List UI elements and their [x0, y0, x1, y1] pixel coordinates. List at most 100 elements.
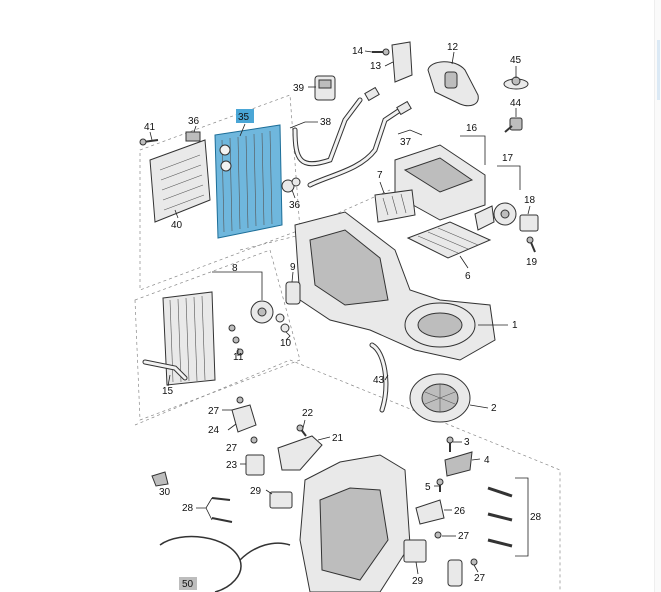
callout-40[interactable]: 40 — [171, 220, 183, 231]
part-41-screw[interactable] — [139, 138, 159, 146]
part-13-bracket[interactable] — [391, 41, 413, 83]
callout-27[interactable]: 27 — [226, 443, 238, 454]
callout-38[interactable]: 38 — [320, 117, 332, 128]
part-30-clip[interactable] — [151, 471, 169, 487]
part-10-seals[interactable] — [275, 313, 290, 333]
callout-45[interactable]: 45 — [510, 55, 522, 66]
lower-housing[interactable] — [299, 454, 411, 592]
part-12-gasket[interactable] — [427, 61, 479, 107]
part-22-screw[interactable] — [296, 424, 307, 437]
callout-labels: 41 36 35 40 36 39 38 14 13 12 45 44 37 1… — [144, 42, 542, 590]
callout-44[interactable]: 44 — [510, 98, 522, 109]
scrollbar-track[interactable] — [654, 0, 661, 592]
part-37-38-pipes[interactable] — [292, 86, 412, 188]
callout-23[interactable]: 23 — [226, 460, 238, 471]
part-19-screw[interactable] — [526, 236, 536, 253]
callout-11[interactable]: 11 — [233, 352, 244, 363]
part-2-blower-motor[interactable] — [409, 373, 471, 423]
callout-28[interactable]: 28 — [182, 503, 194, 514]
callout-2[interactable]: 2 — [491, 403, 497, 414]
part-8-heater-core[interactable] — [162, 291, 216, 386]
part-36-seal[interactable] — [281, 177, 301, 193]
part-5-screw[interactable] — [436, 478, 444, 492]
part-28-screws-left[interactable] — [211, 497, 233, 523]
callout-22[interactable]: 22 — [302, 408, 314, 419]
callout-27[interactable]: 27 — [208, 406, 220, 417]
part-18-actuator[interactable] — [519, 214, 539, 232]
callout-21[interactable]: 21 — [332, 433, 344, 444]
highlight-box-35 — [236, 109, 254, 123]
part-7-plate[interactable] — [374, 189, 416, 223]
callout-28[interactable]: 28 — [530, 512, 542, 523]
part-17-servo[interactable] — [493, 202, 517, 226]
part-23-actuator[interactable] — [245, 454, 265, 476]
callout-9[interactable]: 9 — [290, 262, 296, 273]
callout-24[interactable]: 24 — [208, 425, 220, 436]
part-9-actuator[interactable] — [285, 281, 301, 305]
callout-30[interactable]: 30 — [159, 487, 171, 498]
part-43-hose[interactable] — [369, 342, 389, 413]
callout-13[interactable]: 13 — [370, 61, 382, 72]
part-29-actuator-b[interactable] — [403, 539, 427, 563]
part-1-blower-housing[interactable] — [404, 302, 476, 348]
callout-7[interactable]: 7 — [377, 170, 383, 181]
part-4-cover[interactable] — [444, 451, 473, 477]
part-39-valve[interactable] — [314, 75, 336, 101]
part-14-screw[interactable] — [372, 48, 390, 56]
callout-29[interactable]: 29 — [412, 576, 424, 587]
part-27-screw-b[interactable] — [250, 436, 258, 444]
callout-35[interactable]: 35 — [238, 112, 250, 123]
part-3-screw[interactable] — [446, 436, 454, 452]
callout-36[interactable]: 36 — [289, 200, 301, 211]
part-29-actuator-a[interactable] — [269, 491, 293, 509]
callout-29[interactable]: 29 — [250, 486, 262, 497]
part-15-pipe[interactable] — [142, 359, 188, 381]
part-26-flap[interactable] — [415, 499, 445, 525]
callout-19[interactable]: 19 — [526, 257, 538, 268]
callout-12[interactable]: 12 — [447, 42, 459, 53]
part-50-wiring-harness[interactable] — [159, 535, 291, 592]
part-17-lever[interactable] — [474, 205, 495, 231]
callout-39[interactable]: 39 — [293, 83, 305, 94]
part-21-lever[interactable] — [277, 435, 323, 471]
part-8-flange[interactable] — [250, 300, 274, 324]
callout-50[interactable]: 50 — [182, 579, 194, 590]
part-35-evaporator[interactable] — [214, 124, 283, 239]
callout-27[interactable]: 27 — [474, 573, 486, 584]
part-44-sensor[interactable] — [504, 117, 523, 133]
part-vent-bottom[interactable] — [447, 559, 463, 587]
callout-16[interactable]: 16 — [466, 123, 478, 134]
part-40-frame[interactable] — [149, 139, 211, 223]
callout-27[interactable]: 27 — [458, 531, 470, 542]
part-45-cap[interactable] — [503, 76, 529, 90]
callout-37[interactable]: 37 — [400, 137, 412, 148]
part-11-clips[interactable] — [228, 324, 244, 356]
callout-3[interactable]: 3 — [464, 437, 470, 448]
part-6-filter[interactable] — [406, 221, 492, 259]
part-36-bracket[interactable] — [185, 131, 201, 142]
scrollbar-thumb[interactable] — [657, 40, 660, 100]
callout-41[interactable]: 41 — [144, 122, 156, 133]
callout-15[interactable]: 15 — [162, 386, 174, 397]
callout-8[interactable]: 8 — [232, 263, 238, 274]
part-24-servo[interactable] — [231, 404, 257, 433]
callout-36[interactable]: 36 — [188, 116, 200, 127]
callout-18[interactable]: 18 — [524, 195, 536, 206]
callout-50-box — [179, 577, 197, 590]
part-27-screw-d[interactable] — [470, 558, 478, 566]
leader-lines — [149, 50, 531, 575]
part-27-screw-c[interactable] — [434, 531, 442, 539]
part-27-screw-a[interactable] — [236, 396, 244, 404]
callout-17[interactable]: 17 — [502, 153, 514, 164]
callout-1[interactable]: 1 — [512, 320, 518, 331]
callout-5[interactable]: 5 — [425, 482, 431, 493]
callout-43[interactable]: 43 — [373, 375, 385, 386]
callout-26[interactable]: 26 — [454, 506, 466, 517]
callout-14[interactable]: 14 — [352, 46, 364, 57]
callout-6[interactable]: 6 — [465, 271, 471, 282]
callout-4[interactable]: 4 — [484, 455, 490, 466]
callout-10[interactable]: 10 — [280, 338, 292, 349]
part-16-flap-housing[interactable] — [394, 144, 486, 221]
part-28-pins-right[interactable] — [487, 486, 513, 548]
